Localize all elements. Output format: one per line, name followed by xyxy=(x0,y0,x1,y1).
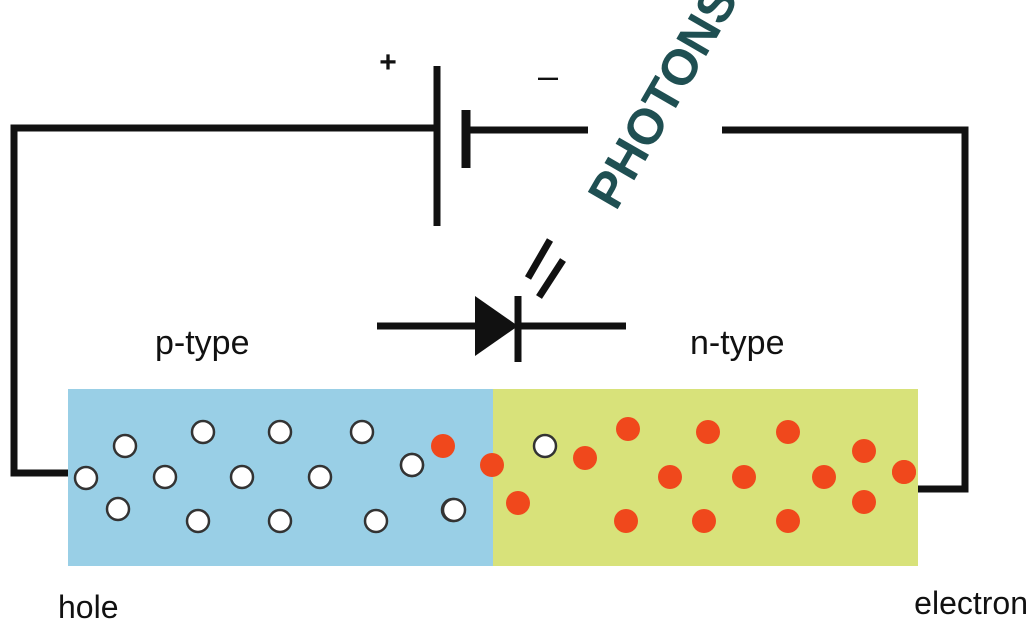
hole-dot xyxy=(112,433,138,459)
hole-dot xyxy=(532,433,558,459)
electron-dot xyxy=(431,434,455,458)
electron-dot xyxy=(776,420,800,444)
battery-icon: + – xyxy=(379,46,558,226)
n-type-label: n-type xyxy=(690,324,785,362)
n-type-region xyxy=(493,389,918,566)
electron-dot xyxy=(692,509,716,533)
hole-dot xyxy=(229,464,255,490)
electron-dot xyxy=(732,465,756,489)
electrons-group xyxy=(431,417,916,533)
hole-dot xyxy=(307,464,333,490)
diode-icon xyxy=(377,296,626,362)
hole-dot xyxy=(105,496,131,522)
electron-dot xyxy=(614,509,638,533)
hole-dot xyxy=(363,508,389,534)
electron-dot xyxy=(852,439,876,463)
hole-dot xyxy=(267,508,293,534)
electron-dot xyxy=(658,465,682,489)
holes-group xyxy=(73,419,558,534)
circuit-wires xyxy=(10,124,969,493)
electron-dot xyxy=(506,491,530,515)
hole-dot xyxy=(349,419,375,445)
photon-emission-icon xyxy=(524,238,566,299)
p-type-label: p-type xyxy=(155,324,250,362)
electron-dot xyxy=(696,420,720,444)
hole-dot xyxy=(73,465,99,491)
hole-dot xyxy=(152,464,178,490)
electron-dot xyxy=(892,460,916,484)
electron-dot xyxy=(812,465,836,489)
wire-right xyxy=(722,126,969,493)
hole-dot xyxy=(185,508,211,534)
electron-dot xyxy=(616,417,640,441)
minus-sign: – xyxy=(538,55,558,96)
electron-label: electron xyxy=(914,585,1028,621)
hole-dot xyxy=(190,419,216,445)
wire-left xyxy=(10,124,437,477)
electron-dot xyxy=(480,453,504,477)
photon-ray xyxy=(524,238,554,280)
hole-dot xyxy=(399,452,425,478)
p-type-region xyxy=(68,389,493,566)
hole-dot xyxy=(267,419,293,445)
electron-dot xyxy=(776,509,800,533)
hole-label: hole xyxy=(58,589,119,625)
photon-ray xyxy=(536,258,566,299)
diode-triangle xyxy=(475,296,518,356)
hole-dot xyxy=(441,497,467,523)
electron-dot xyxy=(852,490,876,514)
photons-label: PHOTONS xyxy=(577,0,749,218)
plus-sign: + xyxy=(379,46,397,79)
electron-dot xyxy=(573,446,597,470)
